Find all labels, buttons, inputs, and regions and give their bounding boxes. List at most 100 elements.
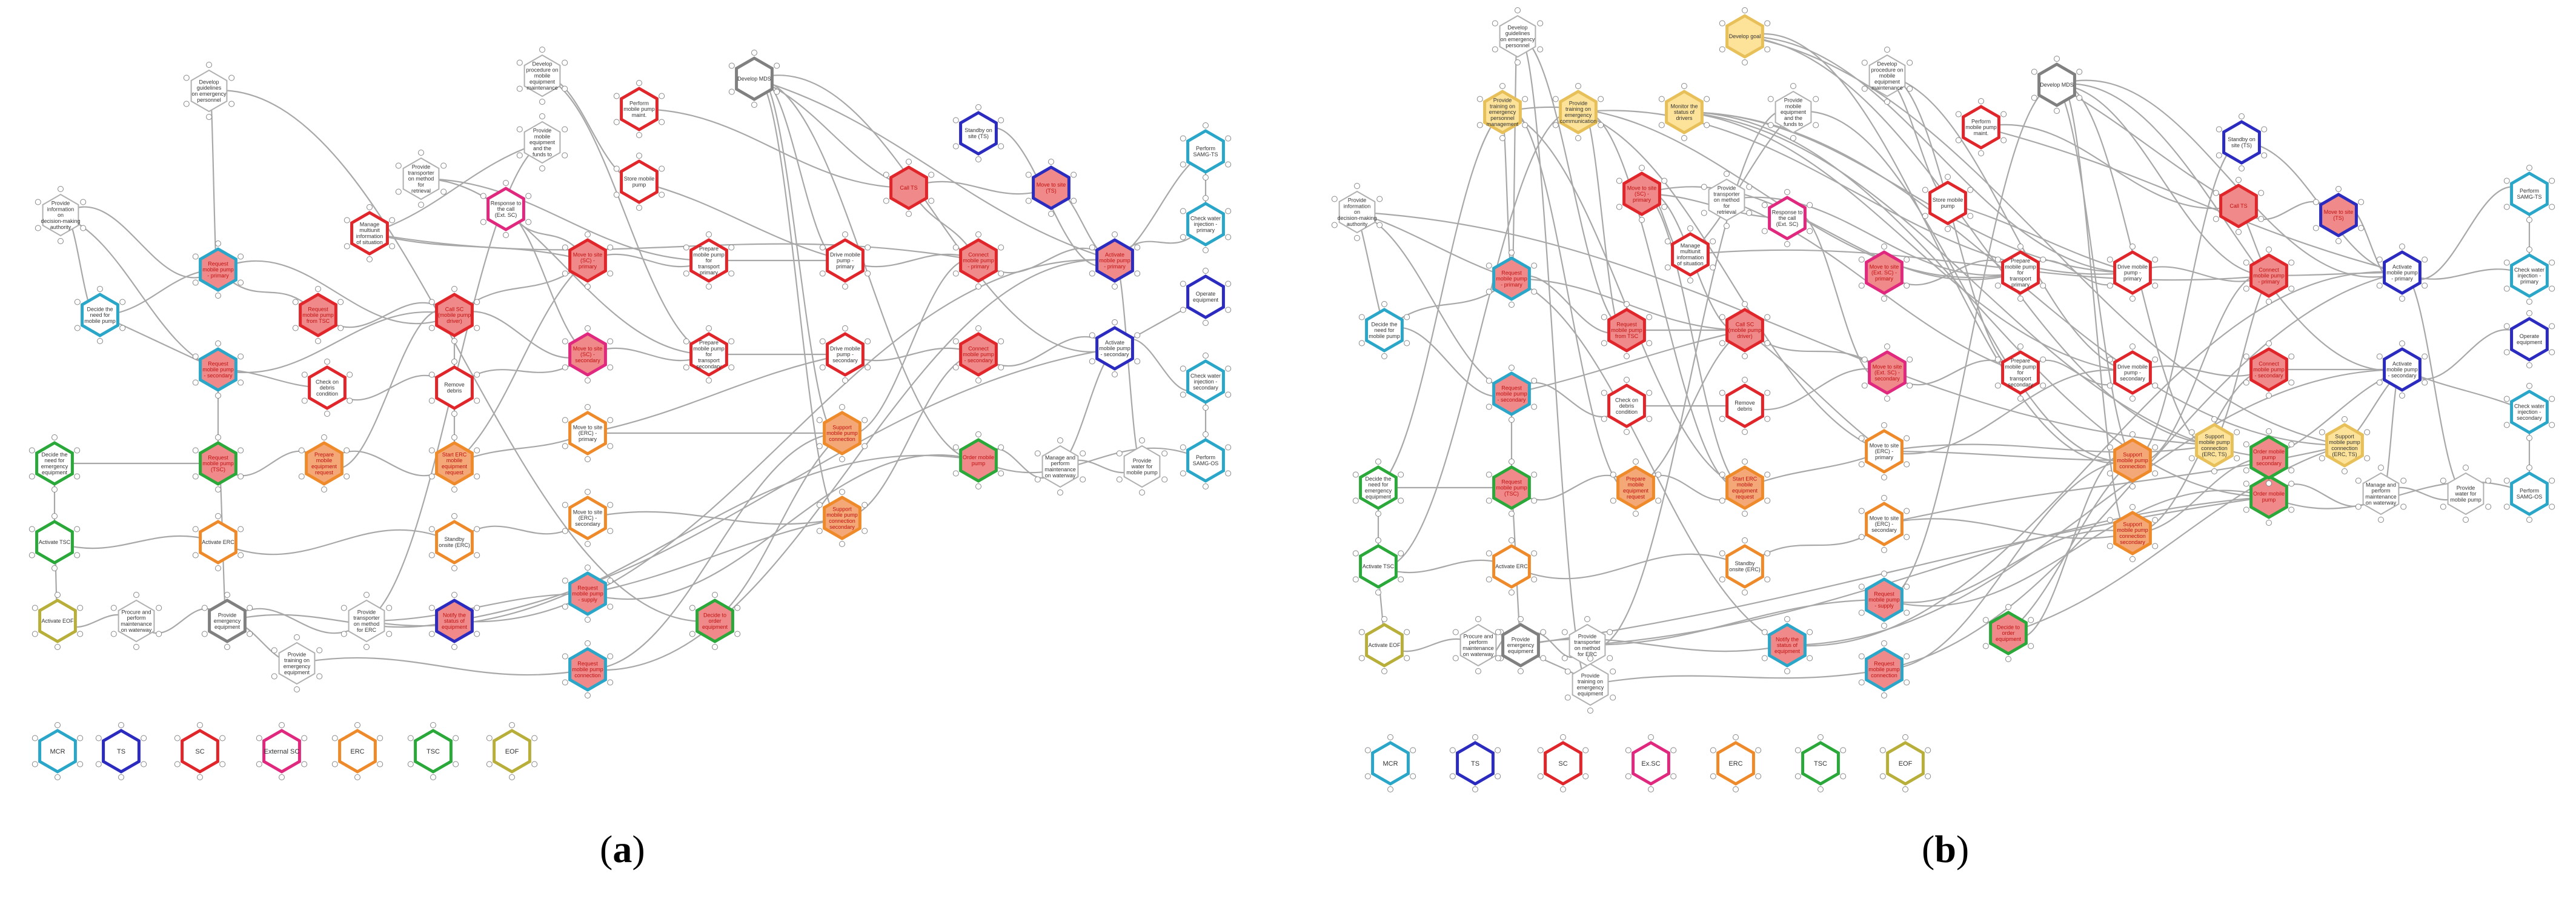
port-marker (407, 735, 414, 741)
port-marker (816, 417, 823, 423)
node-hexagon (414, 729, 453, 774)
port-marker (1475, 616, 1481, 622)
port-marker (607, 603, 614, 610)
node-b46: Move to site(ERC) -primary (1858, 422, 1910, 480)
node-b53: Activate TSC (1352, 537, 1404, 595)
port-marker (1552, 122, 1559, 128)
node-hexagon (568, 411, 607, 456)
connector-edge (217, 311, 455, 374)
node-hexagon (181, 729, 219, 774)
port-marker (2258, 190, 2265, 196)
port-marker (636, 132, 642, 138)
port-marker (2526, 247, 2532, 253)
port-marker (883, 171, 889, 178)
port-marker (1203, 320, 1209, 326)
node-label: Call TS (900, 185, 917, 191)
node-hexagon (2362, 472, 2400, 516)
node-hexagon (402, 157, 440, 201)
port-marker (1381, 616, 1387, 622)
connector-edge (842, 258, 979, 436)
node-hexagon (826, 238, 865, 283)
port-marker (224, 592, 230, 598)
node-hexagon (190, 69, 228, 113)
port-marker (2364, 455, 2371, 462)
port-marker (1902, 734, 1908, 740)
port-marker (1719, 314, 1725, 320)
port-marker (340, 605, 347, 611)
port-marker (516, 85, 523, 92)
port-marker (1509, 459, 1515, 465)
port-marker (1945, 226, 1951, 232)
port-marker (1398, 471, 1404, 478)
port-marker (1486, 497, 1492, 504)
port-marker (952, 444, 959, 451)
port-marker (1742, 353, 1748, 359)
port-marker (1907, 85, 1913, 92)
port-marker (1476, 96, 1483, 102)
node-hexagon (1492, 465, 1531, 510)
port-marker (1601, 314, 1607, 320)
port-marker (192, 279, 199, 286)
port-marker (1767, 122, 1774, 128)
node-label: Activate TSC (1363, 563, 1395, 569)
port-marker (1655, 497, 1662, 504)
port-marker (55, 722, 61, 728)
port-marker (2422, 256, 2428, 263)
port-marker (474, 371, 480, 378)
connector-edge (2008, 444, 2345, 634)
port-marker (839, 404, 845, 410)
node-hexagon (689, 238, 728, 283)
port-marker (2152, 282, 2159, 289)
node-label: TSC (427, 748, 440, 755)
port-marker (2503, 204, 2510, 210)
port-marker (998, 470, 1004, 477)
port-marker (2355, 477, 2362, 484)
port-marker (2152, 256, 2159, 263)
connector-edge (1510, 32, 1519, 284)
node-hexagon (1801, 741, 1840, 786)
port-marker (2213, 190, 2219, 196)
node-hexagon (435, 293, 474, 337)
port-marker (607, 443, 614, 449)
port-marker (1764, 340, 1771, 347)
node-hexagon (1572, 663, 1609, 706)
node-hexagon (81, 293, 119, 337)
node-label: Activate ERC (1495, 563, 1528, 569)
port-marker (1701, 210, 1707, 216)
port-marker (1375, 589, 1381, 595)
port-marker (562, 59, 568, 66)
node-hexagon (1725, 544, 1764, 589)
port-marker (2485, 477, 2492, 484)
port-marker (2017, 343, 2023, 350)
node-hexagon (1989, 611, 2028, 655)
port-marker (440, 162, 447, 169)
node-label: Move to site(TS) (1037, 182, 1066, 194)
port-marker (2376, 282, 2383, 289)
port-marker (607, 577, 614, 584)
port-marker (1495, 655, 1501, 662)
port-marker (1658, 96, 1665, 102)
node-hexagon (1868, 54, 1906, 98)
port-marker (1601, 340, 1607, 347)
node-label: Move to site(SC) -secondary (573, 345, 603, 363)
port-marker (2400, 477, 2407, 484)
port-marker (1486, 288, 1492, 295)
port-marker (1134, 244, 1141, 251)
port-marker (1817, 786, 1824, 792)
port-marker (1742, 301, 1748, 307)
